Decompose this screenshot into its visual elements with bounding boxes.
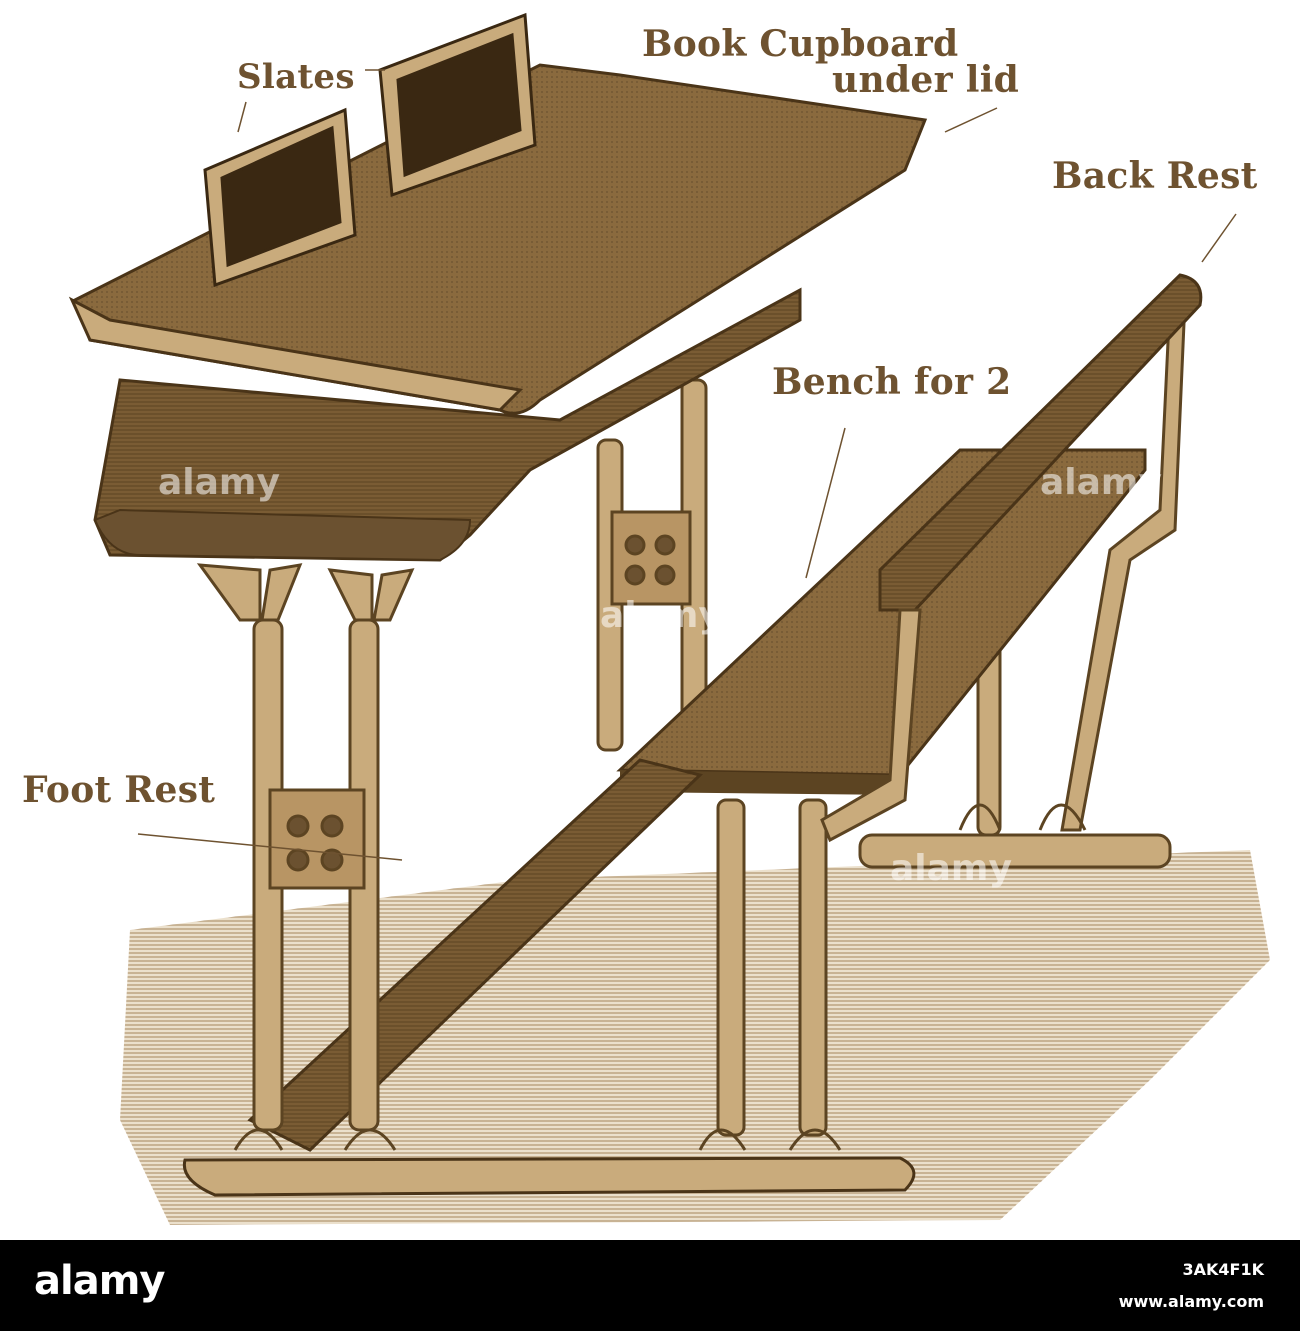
slates <box>203 12 537 288</box>
desk-illustration: alamy alamy alamy alamy Slates Book Cupb… <box>22 12 1270 1225</box>
floor-shading <box>120 850 1270 1225</box>
book-cupboard-label-line2: under lid <box>832 59 1020 101</box>
brand-logo: alamy <box>34 1258 165 1304</box>
watermark-text: alamy <box>158 462 280 503</box>
slates-label: Slates <box>237 57 355 97</box>
back-rest-supports <box>958 298 1187 837</box>
desk-engraving <box>68 12 1270 1225</box>
desk-top-front-rail <box>68 296 524 412</box>
leader-lines <box>137 69 1237 861</box>
stock-footer-bar: alamy 3AK4F1K www.alamy.com <box>0 1240 1300 1331</box>
back-rest-label: Back Rest <box>1052 155 1258 197</box>
front-base-rail <box>182 1156 916 1197</box>
watermark-text: alamy <box>890 848 1012 889</box>
image-id: 3AK4F1K <box>1182 1260 1264 1279</box>
desk-bottom-ledge <box>93 508 472 562</box>
bench-front-legs <box>698 608 922 1151</box>
back-bench-base <box>858 833 1172 869</box>
desk-front-legs <box>196 563 415 1151</box>
foot-rest-label: Foot Rest <box>22 769 216 811</box>
far-desk-leg <box>596 378 708 752</box>
bench-label: Bench for 2 <box>772 361 1012 403</box>
watermark-text: alamy <box>1040 462 1162 503</box>
back-rest-rail <box>878 273 1203 612</box>
watermark-text: alamy <box>600 595 722 636</box>
book-cupboard-label: Book Cupboard <box>642 23 959 65</box>
site-url: www.alamy.com <box>1118 1292 1264 1311</box>
